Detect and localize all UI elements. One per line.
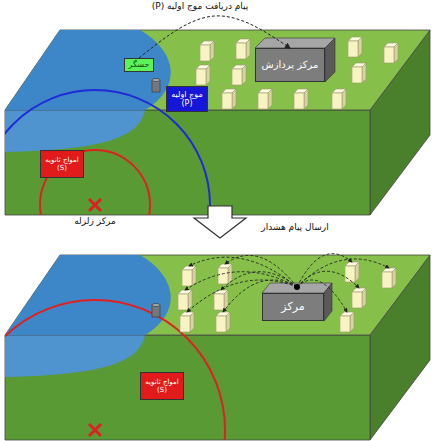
building (384, 43, 398, 63)
building (200, 41, 214, 61)
warning-label: ارسال پیام هشدار (245, 222, 345, 232)
center-box-top (262, 283, 332, 293)
building (214, 290, 228, 310)
broadcast-dot (294, 284, 300, 290)
center-box-side (324, 283, 332, 321)
connector-label: پیام دریافت موج اولیه (P) (110, 1, 290, 11)
land-surface (5, 255, 430, 335)
epicenter-stroke (89, 424, 101, 436)
warning-arrow (297, 259, 389, 287)
s-wave-tag: امواج ثانویه (S) (140, 372, 184, 400)
node-text: مرکز پردازش (262, 59, 319, 71)
node-text: موج اولیه (P) (169, 90, 205, 108)
block-front (5, 110, 370, 215)
building (332, 89, 346, 109)
node-text: مرکز (281, 301, 304, 314)
center-box: مرکز (262, 293, 324, 321)
epicenter-stroke (89, 199, 101, 211)
building (258, 89, 272, 109)
processing-center-box: مرکز پردازش (255, 48, 325, 82)
sea-surface (5, 30, 171, 110)
epicenter-stroke (89, 424, 101, 436)
building (352, 63, 366, 83)
sea-section (5, 335, 145, 377)
building (348, 37, 362, 57)
building (182, 266, 196, 286)
building (382, 268, 396, 288)
sea-surface (5, 255, 171, 335)
building (236, 39, 250, 59)
node-text: امواج ثانویه (S) (143, 378, 181, 394)
land-surface (5, 30, 430, 110)
sensor-top (152, 79, 160, 82)
message-arrow (139, 16, 290, 58)
center-box-top (255, 38, 335, 48)
building (222, 89, 236, 109)
s-wave-front (0, 300, 225, 441)
p-wave-tag: موج اولیه (P) (166, 86, 208, 112)
warning-arrow (297, 254, 352, 287)
building (294, 89, 308, 109)
epicenter-stroke (89, 199, 101, 211)
building (340, 312, 354, 332)
sensor-tag: حسگر (124, 58, 154, 72)
epicenter-mark (89, 199, 101, 211)
warning-arrow (221, 272, 297, 290)
sea-section (5, 110, 145, 152)
sensor-top (152, 304, 160, 307)
step-arrow (194, 206, 246, 238)
node-text: حسگر (129, 60, 150, 69)
block-front (5, 335, 370, 440)
building (178, 290, 192, 310)
sensor-symbol (152, 80, 160, 92)
center-box-side (325, 38, 335, 82)
building (232, 65, 246, 85)
building (352, 288, 366, 308)
building (345, 262, 359, 282)
epicenter-mark (89, 424, 101, 436)
building (218, 264, 232, 284)
building (196, 65, 210, 85)
node-text: امواج ثانویه (S) (43, 156, 81, 172)
s-wave-tag: امواج ثانویه (S) (40, 150, 84, 178)
epicenter-label: مرکز زلزله (50, 216, 140, 226)
s-wave-front (40, 150, 150, 260)
building (216, 312, 230, 332)
panel-after (0, 254, 430, 441)
warning-arrow (297, 271, 359, 288)
building (180, 312, 194, 332)
